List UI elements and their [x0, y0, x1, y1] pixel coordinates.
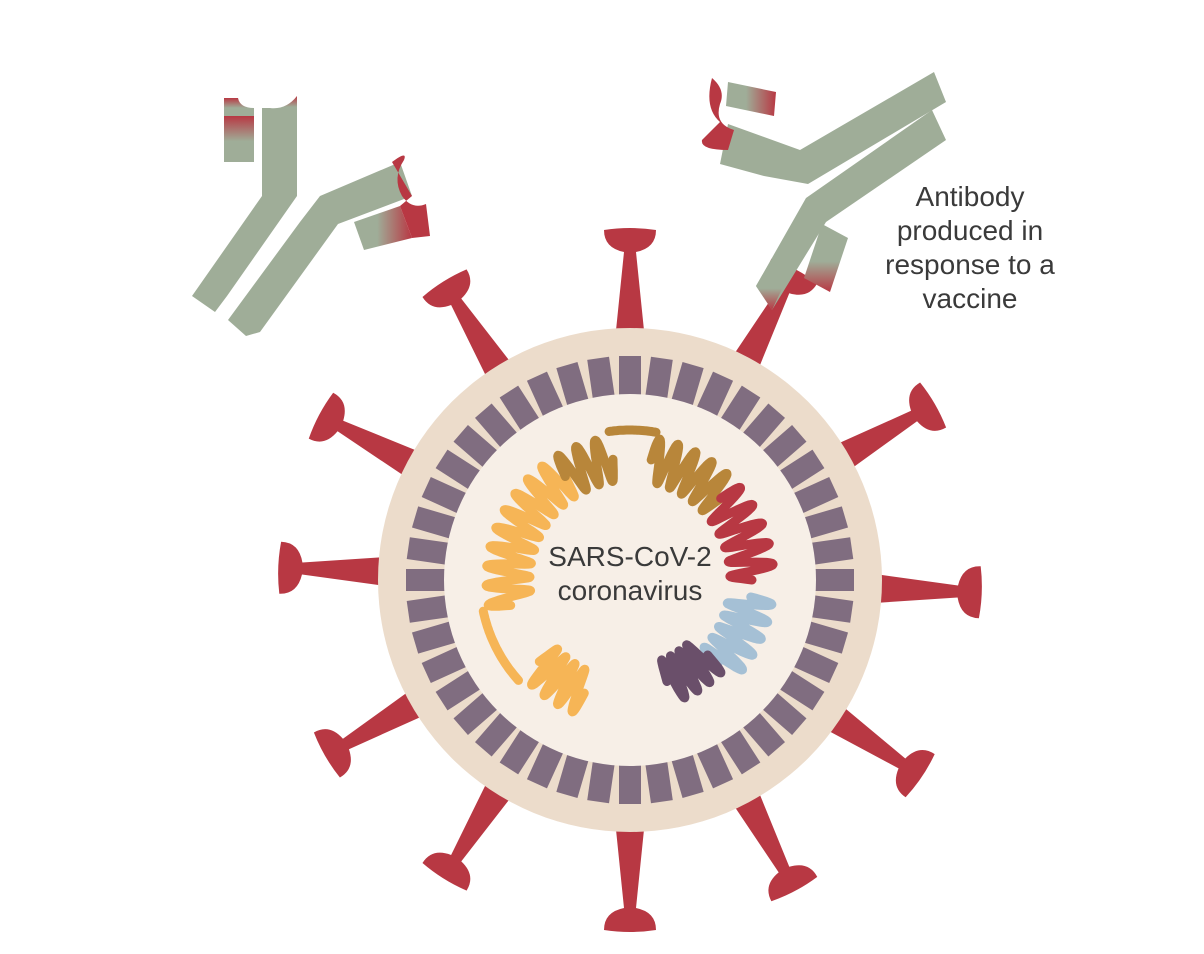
- antibody-binding-site-upper: [701, 78, 734, 150]
- spike-protein: [723, 258, 818, 385]
- antibody-arm-lower: [756, 110, 946, 310]
- rna-segment: [481, 505, 551, 611]
- membrane-protein: [406, 569, 446, 591]
- rna-segment: [699, 592, 777, 675]
- antibody-light-chain-lower: [804, 224, 848, 292]
- spike-protein: [308, 392, 435, 487]
- membrane-protein: [435, 449, 482, 490]
- antibody-binding-site-right: [392, 155, 430, 238]
- virus-label-line-2: coronavirus: [557, 575, 703, 606]
- membrane-protein: [453, 692, 499, 736]
- membrane-protein: [411, 506, 457, 539]
- antibody-bound-icon: [701, 72, 946, 310]
- membrane-protein: [435, 670, 482, 711]
- rna-segment: [657, 640, 726, 703]
- antibody-arm-upper: [720, 72, 946, 184]
- membrane-protein: [587, 760, 615, 804]
- antibody-light-chain-right: [354, 206, 412, 250]
- antibody-heavy-chain-left: [192, 116, 297, 312]
- antibody-label: Antibody produced in response to a vacci…: [870, 180, 1070, 316]
- spike-protein: [811, 695, 935, 798]
- membrane-protein: [803, 506, 849, 539]
- rna-segment: [706, 482, 778, 585]
- antibody-label-line-3: response to a: [885, 249, 1055, 280]
- membrane-protein: [645, 356, 673, 400]
- rna-segment: [646, 434, 732, 516]
- membrane-protein: [803, 621, 849, 654]
- membrane-protein: [556, 753, 589, 799]
- spike-protein: [604, 810, 656, 932]
- membrane-protein: [421, 476, 468, 514]
- spike-protein: [313, 681, 439, 778]
- membrane-protein: [761, 692, 807, 736]
- membrane-protein: [619, 356, 641, 396]
- rna-strand: [478, 425, 778, 717]
- antibody-light-chain-upper: [726, 82, 776, 116]
- membrane-protein: [810, 595, 854, 623]
- rna-segment: [527, 644, 590, 717]
- spike-protein: [278, 541, 401, 594]
- membrane-protein: [778, 670, 825, 711]
- rna-segment: [604, 425, 661, 437]
- membrane-protein: [671, 361, 704, 407]
- membrane-protein: [556, 361, 589, 407]
- spike-protein: [422, 269, 522, 394]
- membrane-protein: [792, 646, 839, 684]
- membrane-protein: [406, 537, 450, 565]
- antibody-heavy-chain-right: [228, 162, 412, 336]
- rna-segment: [478, 606, 523, 685]
- membrane-protein: [526, 371, 564, 418]
- antibody-binding-tip-left: [262, 96, 297, 116]
- membrane-protein: [587, 356, 615, 400]
- membrane-protein: [814, 569, 854, 591]
- membrane-protein: [499, 385, 540, 432]
- virus-label: SARS-CoV-2 coronavirus: [520, 540, 740, 608]
- membrane-protein: [619, 764, 641, 804]
- membrane-protein: [742, 711, 786, 757]
- spike-protein: [723, 775, 818, 902]
- membrane-protein: [761, 424, 807, 468]
- virus-particle: [278, 228, 982, 932]
- membrane-protein: [474, 403, 518, 449]
- membrane-protein: [778, 449, 825, 490]
- membrane-protein: [720, 728, 761, 775]
- virus-label-line-1: SARS-CoV-2: [548, 541, 712, 572]
- membrane-protein: [453, 424, 499, 468]
- membrane-protein: [406, 595, 450, 623]
- antibody-binding-tip-lower: [756, 262, 790, 310]
- membrane-protein: [421, 646, 468, 684]
- membrane-protein: [696, 742, 734, 789]
- membrane-protein: [526, 742, 564, 789]
- membrane-protein: [810, 537, 854, 565]
- spike-protein: [821, 382, 947, 479]
- antibody-label-line-4: vaccine: [922, 283, 1018, 314]
- spike-proteins: [278, 228, 982, 932]
- membrane-protein: [499, 728, 540, 775]
- spike-protein: [604, 228, 656, 350]
- spike-protein: [422, 766, 522, 891]
- membrane-protein: [474, 711, 518, 757]
- membrane-protein: [696, 371, 734, 418]
- membrane-proteins: [406, 356, 854, 804]
- membrane-protein: [411, 621, 457, 654]
- membrane-protein: [645, 760, 673, 804]
- rna-segment: [510, 461, 579, 520]
- rna-segment: [553, 435, 618, 495]
- antibody-binding-site-left: [224, 98, 254, 116]
- membrane-protein: [671, 753, 704, 799]
- antibody-label-line-2: produced in: [896, 215, 1044, 246]
- membrane-protein: [720, 385, 761, 432]
- membrane-protein: [792, 476, 839, 514]
- antibody-label-line-1: Antibody: [915, 181, 1025, 212]
- spike-protein: [859, 566, 982, 619]
- membrane-protein: [742, 403, 786, 449]
- antibody-free-icon: [192, 96, 430, 336]
- antibody-light-chain-left: [224, 116, 254, 162]
